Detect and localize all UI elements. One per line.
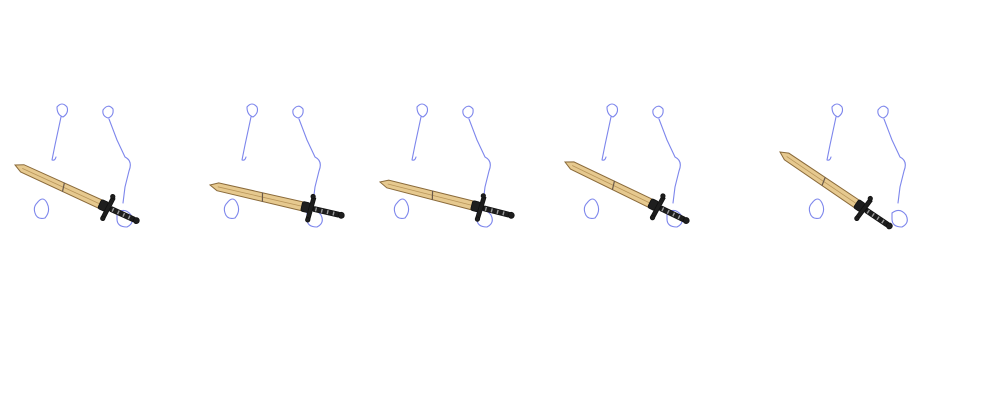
blade-band [611, 180, 616, 191]
sword-hilt [647, 193, 690, 224]
sword-pommel [337, 211, 345, 219]
sword-pommel [682, 217, 690, 224]
sword-pommel [132, 217, 140, 224]
sword [13, 164, 140, 224]
figure-sketch [808, 103, 908, 228]
blade-band [261, 192, 264, 202]
sprite-frame-3 [365, 95, 525, 245]
sword [563, 161, 690, 224]
frame-canvas [208, 103, 345, 228]
sword-hilt [853, 195, 893, 230]
sword [779, 151, 893, 230]
frame-canvas [13, 103, 140, 228]
blade-band [821, 176, 826, 186]
sprite-frame-2 [195, 95, 355, 245]
sword-hilt [97, 194, 140, 224]
figure-sketch [583, 103, 683, 228]
sprite-frame-1 [5, 95, 165, 245]
sword-hilt [470, 193, 515, 222]
sprite-frame-5 [770, 95, 930, 245]
sprite-frame-4 [555, 95, 715, 245]
sword [378, 179, 515, 222]
frame-canvas [563, 103, 690, 228]
frame-canvas [779, 103, 908, 230]
sword-pommel [507, 211, 515, 219]
sword-pommel [885, 222, 893, 230]
sword-hilt [300, 193, 345, 223]
figure-sketch [33, 103, 133, 228]
blade-band [431, 190, 434, 200]
blade-band [61, 182, 65, 192]
frame-canvas [378, 103, 515, 228]
sword [208, 182, 345, 223]
figure-sketch [393, 103, 493, 228]
